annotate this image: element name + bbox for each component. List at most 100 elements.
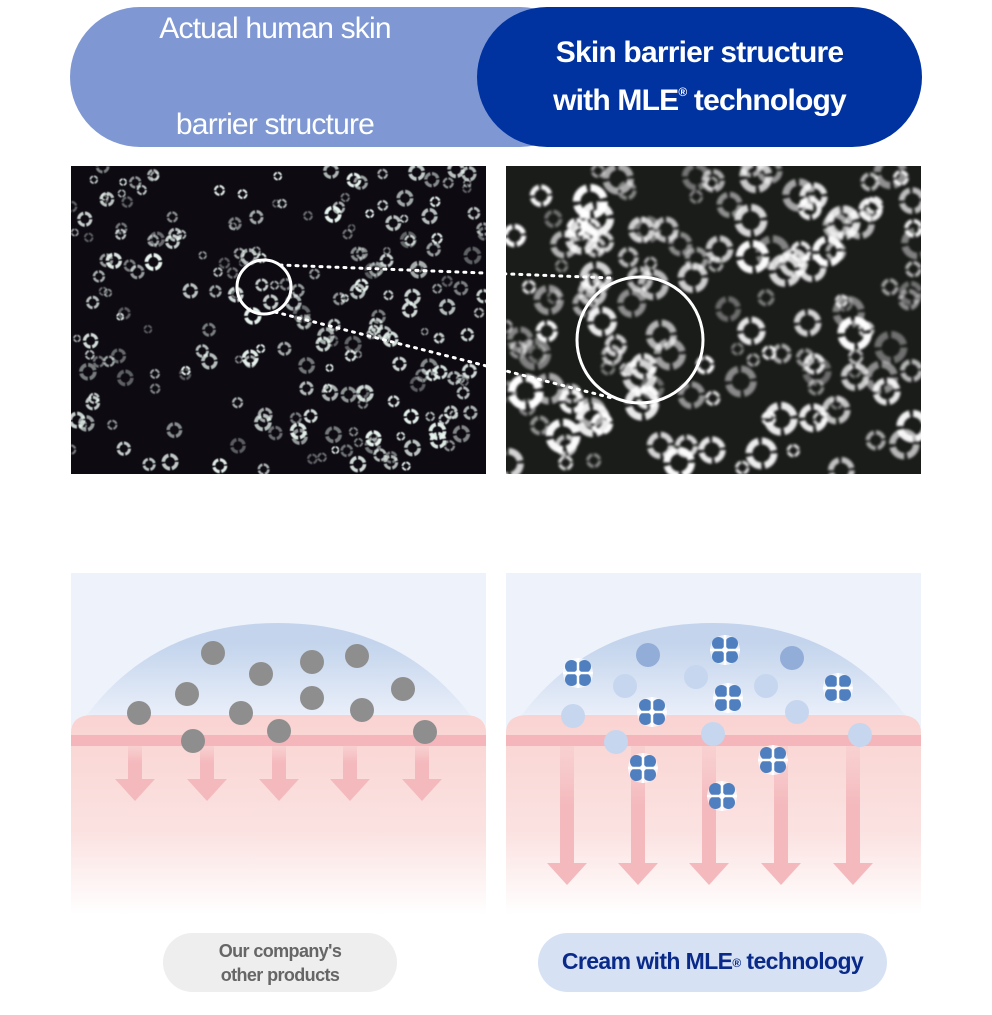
lipid-particle bbox=[249, 209, 264, 225]
lipid-particle bbox=[715, 296, 742, 322]
lipid-particle bbox=[257, 407, 273, 423]
lipid-particle bbox=[79, 362, 97, 381]
lipid-particle bbox=[385, 215, 402, 232]
cream-dome bbox=[516, 623, 911, 723]
blue-particle bbox=[848, 723, 872, 747]
lipid-particle bbox=[848, 365, 862, 379]
lipid-particle bbox=[355, 247, 368, 260]
clover-lobe bbox=[630, 755, 643, 768]
lipid-particle bbox=[379, 253, 394, 268]
lipid-particle bbox=[143, 324, 153, 334]
lipid-particle bbox=[617, 288, 647, 318]
lipid-particle bbox=[433, 333, 444, 343]
header-left-line1: Actual human skin bbox=[159, 12, 391, 45]
lipid-particle bbox=[684, 247, 709, 271]
lipid-particle bbox=[527, 344, 547, 364]
lipid-particle bbox=[460, 327, 475, 342]
lipid-particle bbox=[149, 231, 165, 248]
lipid-particle bbox=[898, 280, 921, 306]
lipid-particle bbox=[904, 218, 921, 238]
arrow-head bbox=[761, 863, 801, 885]
clover-lobe bbox=[728, 698, 741, 711]
lipid-particle bbox=[745, 437, 778, 470]
lipid-particle bbox=[757, 289, 775, 307]
gray-particle bbox=[201, 641, 225, 665]
lipid-particle bbox=[128, 176, 142, 189]
lipid-particle bbox=[325, 363, 334, 372]
gray-particle bbox=[249, 662, 273, 686]
lipid-particle bbox=[181, 365, 191, 376]
lipid-particle bbox=[299, 381, 314, 396]
lipid-particle bbox=[473, 307, 485, 319]
lipid-particle bbox=[367, 438, 376, 447]
clover-center bbox=[719, 793, 725, 799]
lipid-particle bbox=[166, 211, 178, 223]
lipid-particle bbox=[396, 431, 406, 441]
clover-lobe bbox=[652, 699, 665, 712]
mle-clover-particle bbox=[563, 658, 593, 688]
registered-mark: ® bbox=[732, 955, 741, 970]
lipid-particle bbox=[425, 411, 436, 422]
arrow-head bbox=[187, 779, 227, 801]
clover-lobe bbox=[643, 768, 656, 781]
lipid-particle bbox=[78, 415, 95, 432]
lipid-particle bbox=[303, 210, 313, 221]
lipid-particle bbox=[382, 246, 391, 255]
lipid-particle bbox=[110, 348, 127, 364]
lipid-particle bbox=[164, 234, 180, 250]
lipid-particle bbox=[340, 444, 354, 458]
lipid-particle bbox=[452, 425, 471, 443]
lipid-particle bbox=[350, 246, 366, 262]
lipid-particle bbox=[424, 171, 440, 188]
lipid-particle bbox=[575, 402, 611, 438]
lipid-particle bbox=[348, 427, 359, 437]
lipid-particle bbox=[521, 279, 537, 295]
lipid-particle bbox=[401, 301, 418, 318]
arrow-shaft bbox=[200, 745, 214, 781]
lipid-particle bbox=[467, 206, 481, 220]
lipid-particle bbox=[226, 267, 239, 279]
lipid-particle bbox=[92, 270, 106, 283]
lipid-particle bbox=[340, 386, 357, 403]
gray-particle bbox=[175, 682, 199, 706]
lipid-particle bbox=[438, 298, 456, 316]
lipid-particle bbox=[71, 444, 77, 455]
lipid-particle bbox=[83, 232, 94, 243]
lipid-particle bbox=[272, 199, 281, 208]
mle-clover-particle bbox=[713, 683, 743, 713]
arrow-head bbox=[259, 779, 299, 801]
lipid-particle bbox=[812, 235, 844, 267]
lipid-particle bbox=[585, 236, 607, 258]
lipid-particle bbox=[735, 240, 770, 274]
lipid-particle bbox=[166, 422, 183, 439]
lipid-particle bbox=[431, 232, 443, 245]
clover-lobe bbox=[712, 637, 725, 650]
lipid-particle bbox=[213, 267, 223, 277]
lipid-particle bbox=[797, 253, 827, 283]
lipid-particle bbox=[255, 278, 269, 292]
lipid-particle bbox=[546, 289, 562, 305]
arrow-shaft bbox=[415, 745, 429, 781]
lipid-particle bbox=[273, 171, 283, 181]
lipid-particle bbox=[840, 362, 870, 391]
lipid-particle bbox=[119, 178, 127, 186]
mle-clover-particle bbox=[628, 753, 658, 783]
lipid-particle bbox=[453, 280, 469, 296]
clover-lobe bbox=[578, 660, 591, 673]
lipid-particle bbox=[306, 453, 318, 465]
lipid-particle bbox=[506, 448, 524, 474]
clover-center bbox=[725, 695, 731, 701]
lipid-particle bbox=[443, 440, 456, 452]
blue-particle bbox=[613, 674, 637, 698]
lipid-particle bbox=[799, 182, 828, 211]
lipid-particle bbox=[461, 363, 478, 379]
lipid-particle bbox=[404, 439, 421, 457]
arrow-shaft bbox=[702, 745, 716, 865]
lipid-particle bbox=[559, 388, 584, 414]
lipid-particle bbox=[409, 260, 428, 279]
clover-lobe bbox=[578, 673, 591, 686]
lipid-particle bbox=[289, 422, 307, 440]
lipid-particle bbox=[387, 395, 400, 408]
lipid-particle bbox=[303, 409, 318, 424]
